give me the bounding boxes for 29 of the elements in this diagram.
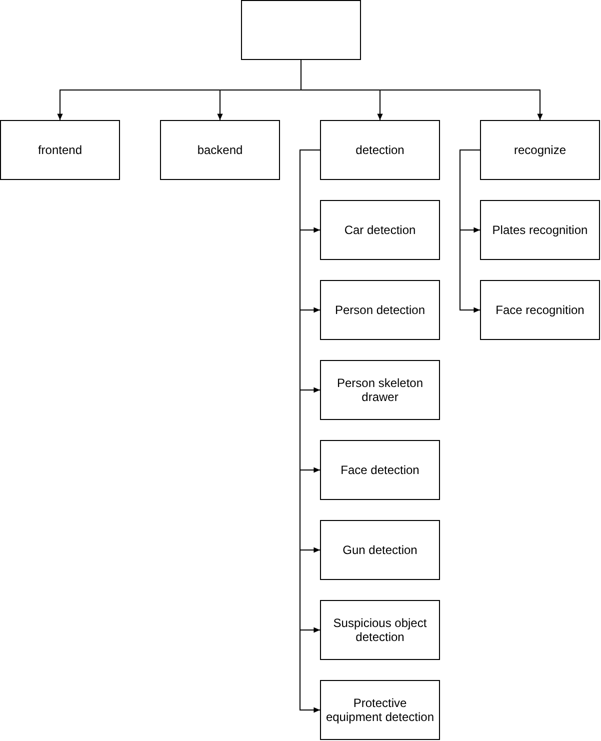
box-label: Suspicious object detection (332, 616, 428, 644)
box-label: detection (356, 143, 404, 157)
process-box (480, 200, 600, 260)
process-box (320, 680, 440, 740)
process-box (320, 120, 440, 180)
process-box (0, 120, 120, 180)
box-label: Face recognition (496, 303, 584, 317)
box-label: frontend (38, 143, 82, 157)
box-label: Car detection (344, 223, 416, 237)
box-label: Plates recognition (492, 223, 588, 237)
arrow (300, 60, 543, 120)
process-box (320, 360, 440, 420)
box-label: Person skeleton drawer (336, 376, 424, 404)
process-box (241, 0, 361, 60)
box-label: Protective equipment detection (325, 696, 435, 724)
box-label: backend (197, 143, 243, 157)
process-box (480, 280, 600, 340)
process-box (160, 120, 280, 180)
process-box (320, 520, 440, 580)
process-box (320, 280, 440, 340)
box-label: Gun detection (342, 543, 418, 557)
box-label: recognize (514, 143, 566, 157)
arrow (460, 150, 480, 313)
process-box (320, 200, 440, 260)
process-box (320, 600, 440, 660)
box-label: Person detection (334, 303, 426, 317)
process-box (480, 120, 600, 180)
process-box (320, 440, 440, 500)
box-label: Face detection (340, 463, 420, 477)
